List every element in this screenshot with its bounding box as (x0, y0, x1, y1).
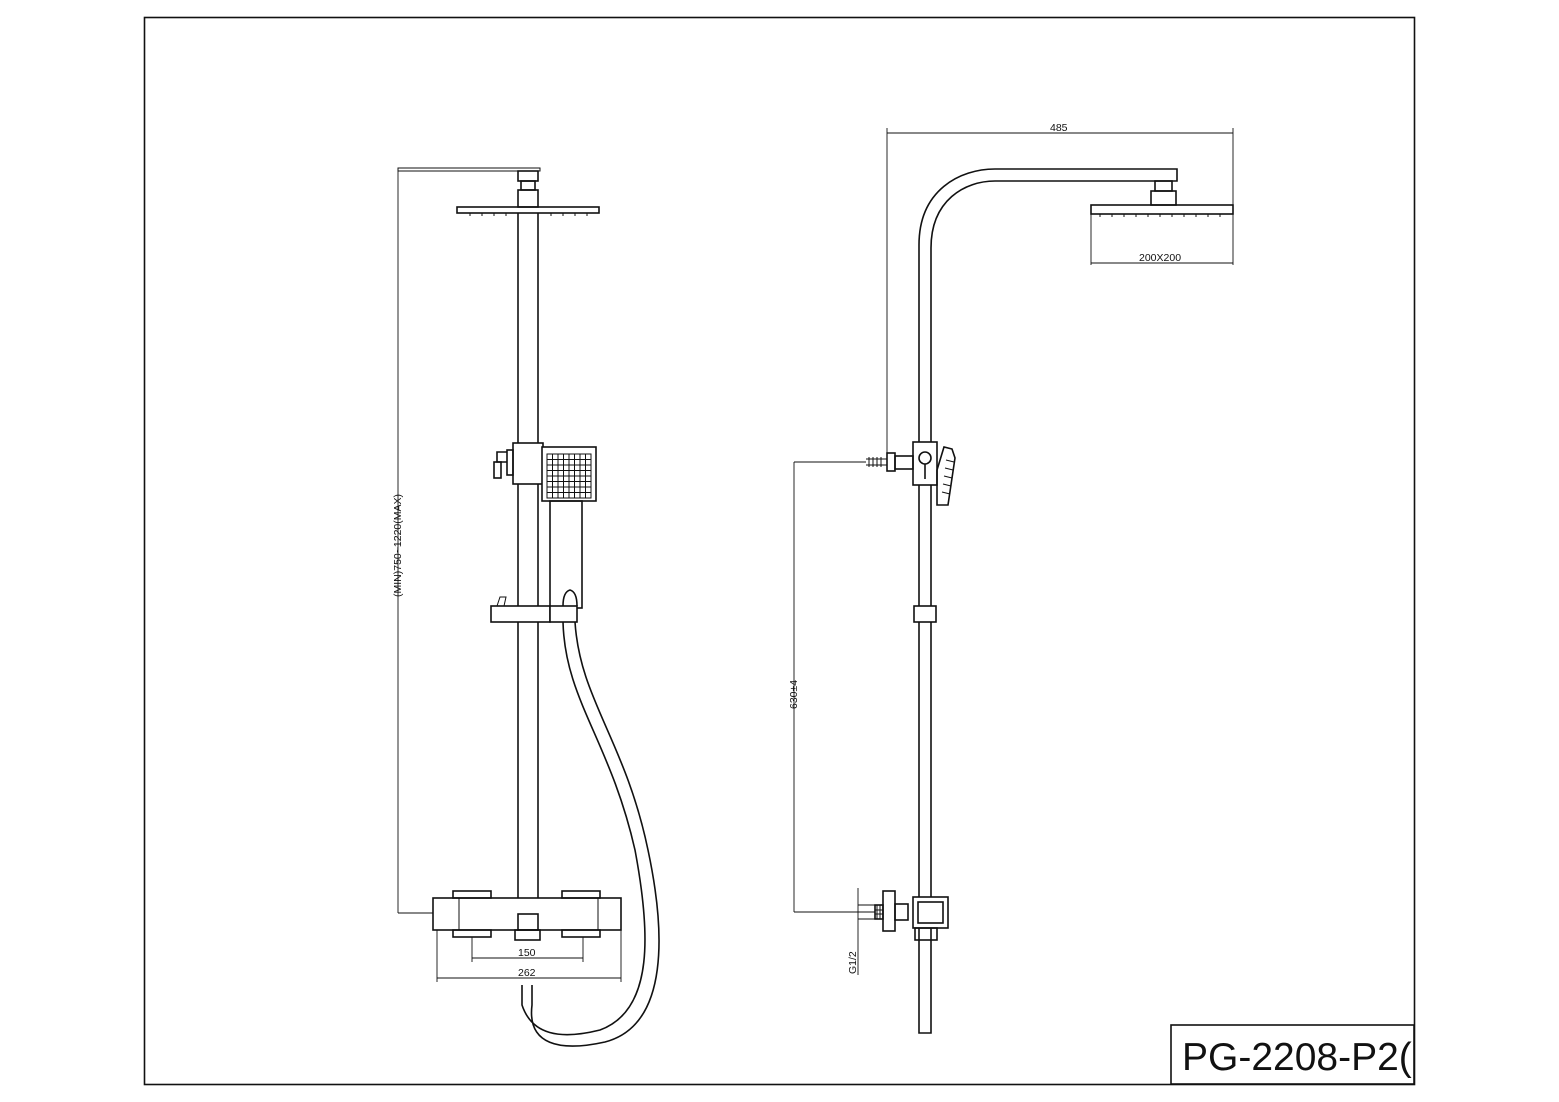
head-arm (397, 167, 541, 172)
center-distance-label: 150 (518, 947, 536, 959)
front-view: (MIN)750~1220(MAX) 150 262 (392, 167, 660, 1047)
height-range-label: (MIN)750~1220(MAX) (392, 494, 404, 597)
right-handle (561, 890, 601, 899)
title-block: PG-2208-P2( (1170, 1024, 1415, 1085)
hand-shower (541, 446, 597, 609)
drawing-code: PG-2208-P2( (1182, 1036, 1412, 1079)
bracket-side (913, 605, 937, 623)
hand-shower-side (936, 446, 956, 506)
bent-riser (918, 168, 1178, 1034)
rain-head (456, 206, 600, 214)
outlet-height-label: 630±4 (788, 680, 800, 709)
rain-head-side (1090, 204, 1234, 215)
body-width-label: 262 (518, 967, 536, 979)
slider-holder (512, 442, 544, 485)
arm-reach-label: 485 (1050, 122, 1068, 134)
hose (521, 621, 646, 1036)
side-view: 485 200X200 630±4 (788, 122, 1234, 1034)
left-handle (452, 890, 492, 899)
drawing-frame (143, 16, 1416, 1086)
head-size-label: 200X200 (1139, 252, 1181, 264)
thread-label: G1/2 (847, 951, 859, 974)
wall-flange (882, 890, 896, 932)
holder-knob (493, 461, 502, 479)
bracket (490, 605, 551, 623)
